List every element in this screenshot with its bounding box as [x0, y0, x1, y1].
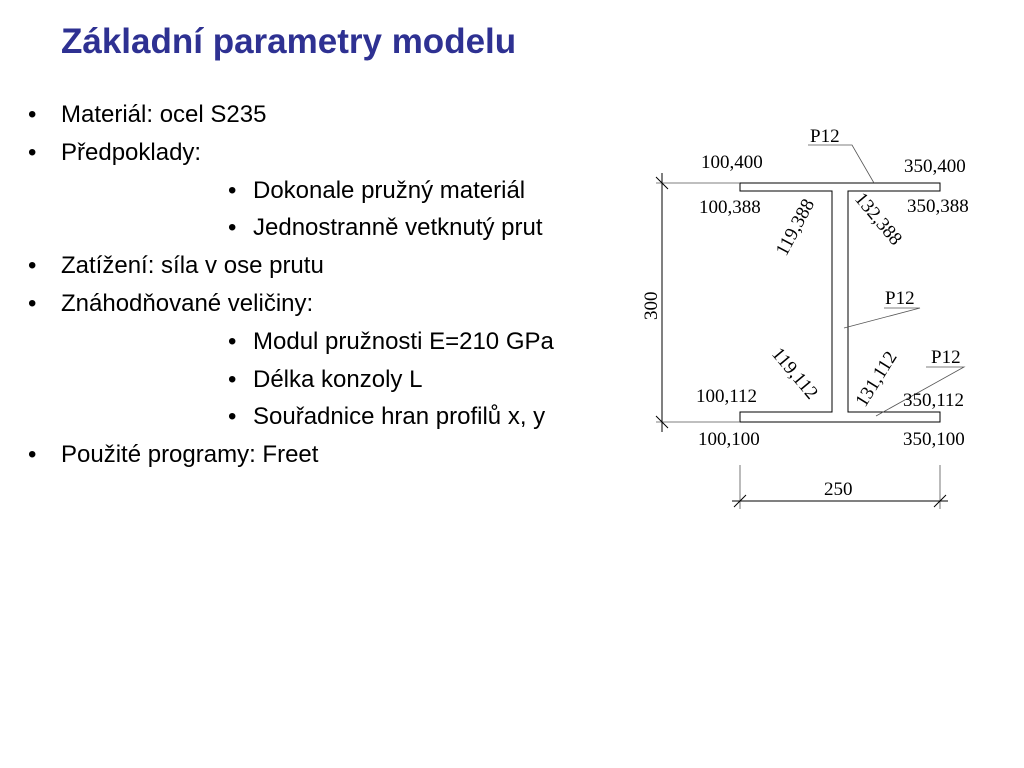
sub-bullet-item: Délka konzoly L — [0, 361, 554, 399]
slide-title: Základní parametry modelu — [61, 22, 517, 61]
height-tick-bottom — [655, 415, 669, 429]
label-top-left-inner: 100,388 — [699, 197, 761, 218]
bullet-item: Předpoklady: — [0, 134, 554, 172]
sub-bullet-item: Souřadnice hran profilů x, y — [0, 398, 554, 436]
bullet-item: Materiál: ocel S235 — [0, 96, 554, 134]
bullet-item: Znáhodňované veličiny: — [0, 285, 554, 323]
height-tick-top — [655, 176, 669, 190]
bullet-item: Zatížení: síla v ose prutu — [0, 247, 554, 285]
label-width-dimension: 250 — [824, 479, 853, 500]
label-height-dimension: 300 — [641, 292, 662, 321]
sub-bullet-item: Modul pružnosti E=210 GPa — [0, 323, 554, 361]
leader-p12-top — [808, 144, 875, 184]
label-top-left-outer: 100,400 — [701, 152, 763, 173]
bullet-item: Použité programy: Freet — [0, 436, 554, 474]
sub-bullet-item: Dokonale pružný materiál — [0, 172, 554, 210]
label-web-bottom-right: 131,112 — [851, 348, 901, 411]
leader-p12-web — [843, 307, 921, 329]
label-bottom-right-inner: 350,112 — [903, 390, 964, 411]
label-top-right-outer: 350,400 — [904, 156, 966, 177]
label-bottom-left-outer: 100,100 — [698, 429, 760, 450]
leader-p12-bottom — [875, 366, 966, 417]
label-p12-top: P12 — [810, 126, 840, 147]
label-p12-web: P12 — [885, 288, 915, 309]
label-top-right-inner: 350,388 — [907, 196, 969, 217]
label-web-top-right: 132,388 — [850, 189, 906, 250]
label-web-bottom-left: 119,112 — [767, 344, 822, 404]
label-web-top-left: 119,388 — [772, 196, 819, 260]
width-tick-left — [733, 494, 747, 508]
i-beam-diagram: P12 P12 P12 100,400 350,400 100,388 350,… — [641, 126, 969, 509]
label-bottom-right-outer: 350,100 — [903, 429, 965, 450]
width-tick-right — [933, 494, 947, 508]
label-bottom-left-inner: 100,112 — [696, 386, 757, 407]
i-beam-profile — [739, 182, 941, 423]
bullet-list: Materiál: ocel S235 Předpoklady: Dokonal… — [0, 96, 554, 474]
label-p12-bottom: P12 — [931, 347, 961, 368]
sub-bullet-item: Jednostranně vetknutý prut — [0, 209, 554, 247]
